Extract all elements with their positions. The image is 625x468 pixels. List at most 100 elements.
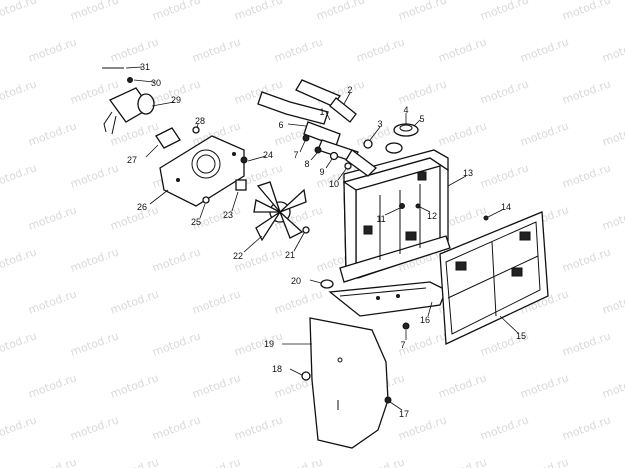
watermark-text: motod.ru bbox=[519, 119, 571, 148]
leader-line-16 bbox=[427, 301, 433, 317]
watermark-text: motod.ru bbox=[151, 413, 203, 442]
callout-13: 13 bbox=[463, 168, 473, 178]
watermark-text: motod.ru bbox=[561, 161, 613, 190]
leader-line-11 bbox=[384, 207, 401, 216]
part-fittings bbox=[301, 134, 489, 404]
watermark-text: motod.ru bbox=[191, 455, 243, 468]
leader-line-21 bbox=[293, 232, 305, 252]
watermark-text: motod.ru bbox=[151, 329, 203, 358]
watermark-text: motod.ru bbox=[233, 329, 285, 358]
callout-22: 22 bbox=[233, 251, 243, 261]
leader-line-30 bbox=[133, 79, 155, 83]
watermark-text: motod.ru bbox=[437, 455, 489, 468]
leader-line-5 bbox=[413, 119, 421, 127]
callout-7: 7 bbox=[293, 150, 298, 160]
callout-27: 27 bbox=[127, 155, 137, 165]
watermark-text: motod.ru bbox=[601, 203, 625, 232]
callout-29: 29 bbox=[171, 95, 181, 105]
leader-line-14 bbox=[487, 208, 505, 218]
watermark-text: motod.ru bbox=[27, 455, 79, 468]
watermark-text: motod.ru bbox=[27, 119, 79, 148]
leader-line-22 bbox=[243, 235, 263, 253]
part-22-fan-blade bbox=[253, 181, 307, 242]
callout-21: 21 bbox=[285, 250, 295, 260]
watermark-text: motod.ru bbox=[191, 287, 243, 316]
part-small-hardware bbox=[102, 67, 310, 234]
leader-line-26 bbox=[149, 189, 169, 205]
watermark-text: motod.ru bbox=[437, 119, 489, 148]
watermark-text: motod.ru bbox=[69, 245, 121, 274]
part-hoses bbox=[257, 79, 377, 177]
callout-26: 26 bbox=[137, 202, 147, 212]
watermark-text: motod.ru bbox=[519, 35, 571, 64]
callout-10: 10 bbox=[329, 179, 339, 189]
part-29-fan-motor bbox=[103, 87, 181, 149]
callout-19: 19 bbox=[264, 339, 274, 349]
watermark-text: motod.ru bbox=[601, 371, 625, 400]
leader-line-27 bbox=[145, 144, 159, 158]
callout-20: 20 bbox=[291, 276, 301, 286]
part-4-radiator-cap bbox=[385, 123, 419, 154]
watermark-text: motod.ru bbox=[0, 161, 38, 190]
callout-8: 8 bbox=[304, 159, 309, 169]
callout-24: 24 bbox=[263, 150, 273, 160]
leader-line-28 bbox=[196, 123, 199, 129]
leader-line-3 bbox=[369, 126, 381, 141]
callout-18: 18 bbox=[272, 364, 282, 374]
watermark-text: motod.ru bbox=[397, 77, 449, 106]
watermark-text: motod.ru bbox=[109, 371, 161, 400]
leader-line-10 bbox=[337, 168, 347, 181]
leader-line-12 bbox=[419, 206, 431, 213]
leader-lines bbox=[125, 66, 519, 411]
watermark-text: motod.ru bbox=[69, 0, 121, 23]
callout-17: 17 bbox=[399, 409, 409, 419]
leader-line-6 bbox=[287, 123, 307, 127]
watermark-text: motod.ru bbox=[191, 371, 243, 400]
watermark-text: motod.ru bbox=[109, 455, 161, 468]
leader-line-9 bbox=[325, 158, 333, 169]
watermark-text: motod.ru bbox=[233, 0, 285, 23]
watermark-text: motod.ru bbox=[561, 77, 613, 106]
leader-line-20 bbox=[309, 279, 322, 284]
callout-16: 16 bbox=[420, 315, 430, 325]
leader-line-15 bbox=[499, 315, 519, 334]
watermark-text: motod.ru bbox=[0, 245, 38, 274]
watermark-text: motod.ru bbox=[109, 203, 161, 232]
watermark-text: motod.ru bbox=[151, 0, 203, 23]
leader-line-1 bbox=[325, 111, 331, 121]
callout-6: 6 bbox=[278, 120, 283, 130]
part-16-bracket bbox=[328, 281, 447, 317]
leader-line-13 bbox=[447, 175, 467, 187]
watermark-text: motod.ru bbox=[561, 329, 613, 358]
callout-12: 12 bbox=[427, 211, 437, 221]
watermark-text: motod.ru bbox=[519, 371, 571, 400]
watermark-text: motod.ru bbox=[27, 203, 79, 232]
watermark-text: motod.ru bbox=[479, 0, 531, 23]
part-19-lower-shroud bbox=[309, 317, 389, 449]
watermark-text: motod.ru bbox=[437, 371, 489, 400]
part-15-screen bbox=[439, 211, 549, 345]
part-20-grommet bbox=[320, 279, 334, 289]
watermark-text: motod.ru bbox=[0, 413, 38, 442]
watermark-text: motod.ru bbox=[109, 35, 161, 64]
watermark-text: motod.ru bbox=[151, 245, 203, 274]
leader-line-7 bbox=[299, 140, 306, 153]
callout-14: 14 bbox=[501, 202, 511, 212]
callout-31: 31 bbox=[140, 62, 150, 72]
watermark-text: motod.ru bbox=[0, 0, 38, 23]
callout-1: 1 bbox=[319, 107, 324, 117]
watermark-text: motod.ru bbox=[437, 35, 489, 64]
leader-line-17 bbox=[389, 401, 403, 411]
callout-28: 28 bbox=[195, 116, 205, 126]
watermark-text: motod.ru bbox=[479, 161, 531, 190]
watermark-text: motod.ru bbox=[0, 77, 38, 106]
watermark-text: motod.ru bbox=[0, 329, 38, 358]
callout-11: 11 bbox=[376, 214, 385, 224]
leader-line-2 bbox=[343, 92, 351, 105]
part-26-fan-plate bbox=[159, 135, 245, 207]
watermark-text: motod.ru bbox=[273, 287, 325, 316]
leader-line-25 bbox=[199, 203, 206, 219]
watermark-text: motod.ru bbox=[601, 455, 625, 468]
